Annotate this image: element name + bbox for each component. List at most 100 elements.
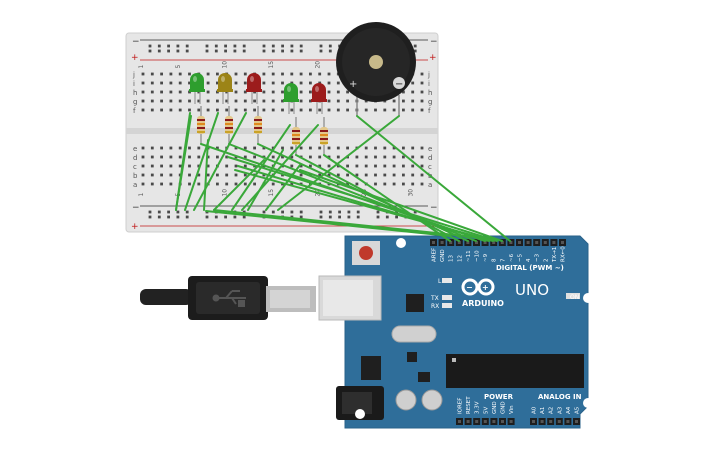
arduino-logo: − + bbox=[461, 278, 495, 296]
breadboard-hole bbox=[150, 155, 154, 159]
breadboard-hole bbox=[420, 173, 424, 177]
rail-hole bbox=[262, 210, 266, 214]
jumper-wire bbox=[184, 112, 219, 211]
capacitor bbox=[395, 389, 417, 411]
breadboard-hole bbox=[411, 90, 415, 94]
breadboard-hole bbox=[271, 99, 275, 103]
breadboard-hole bbox=[271, 72, 275, 76]
breadboard-hole bbox=[169, 72, 173, 76]
rail-hole bbox=[205, 215, 209, 219]
pin-label: ~11 bbox=[466, 250, 472, 262]
breadboard-hole bbox=[225, 182, 229, 186]
breadboard-hole bbox=[318, 108, 322, 112]
pin-label: ~10 bbox=[475, 250, 481, 262]
breadboard-hole bbox=[346, 182, 349, 186]
rail-hole bbox=[148, 49, 152, 53]
breadboard-hole bbox=[178, 99, 182, 103]
breadboard-hole bbox=[364, 155, 368, 159]
breadboard-hole bbox=[206, 155, 210, 159]
rail-hole bbox=[167, 215, 170, 219]
row-letter: i bbox=[428, 80, 430, 88]
breadboard-hole bbox=[318, 72, 322, 76]
breadboard-hole bbox=[383, 173, 387, 177]
breadboard-hole bbox=[299, 90, 303, 94]
breadboard-hole bbox=[243, 164, 247, 168]
breadboard-hole bbox=[160, 90, 163, 94]
breadboard-hole bbox=[299, 99, 303, 103]
rail-hole bbox=[233, 215, 237, 219]
breadboard-hole bbox=[225, 164, 229, 168]
breadboard-hole bbox=[262, 108, 266, 112]
breadboard-hole bbox=[206, 81, 210, 85]
rail-hole bbox=[328, 49, 332, 53]
rail-hole bbox=[376, 210, 380, 214]
breadboard-hole bbox=[262, 90, 266, 94]
breadboard-hole bbox=[420, 90, 424, 94]
rail-hole bbox=[356, 210, 360, 214]
pin-label: GND bbox=[440, 249, 446, 262]
breadboard-hole bbox=[141, 108, 145, 112]
pin-label: ~6 bbox=[509, 253, 515, 262]
breadboard-hole bbox=[392, 108, 396, 112]
rail-hole bbox=[395, 215, 398, 219]
breadboard-hole bbox=[206, 108, 210, 112]
rail-hole bbox=[233, 44, 237, 48]
jumper-wire bbox=[205, 210, 451, 237]
breadboard-hole bbox=[178, 108, 182, 112]
breadboard-hole bbox=[216, 108, 219, 112]
wires bbox=[175, 112, 511, 242]
breadboard-hole bbox=[169, 99, 173, 103]
pin-label: 2 bbox=[543, 259, 549, 263]
pin-label: TX→1 bbox=[552, 247, 558, 263]
rail-hole bbox=[148, 215, 152, 219]
rail-hole bbox=[176, 49, 180, 53]
column-number: 15 bbox=[268, 189, 275, 197]
breadboard-hole bbox=[206, 173, 210, 177]
rail-hole bbox=[167, 44, 170, 48]
resistor bbox=[225, 106, 233, 144]
rail-minus-label: − bbox=[132, 37, 140, 47]
breadboard-hole bbox=[216, 155, 219, 159]
breadboard-hole bbox=[364, 164, 368, 168]
column-number: 5 bbox=[175, 65, 182, 69]
breadboard-hole bbox=[364, 108, 368, 112]
rail-hole bbox=[413, 210, 417, 214]
breadboard-hole bbox=[411, 164, 415, 168]
breadboard-hole bbox=[309, 81, 312, 85]
usb-icon bbox=[212, 290, 246, 307]
usb-chip bbox=[406, 294, 424, 312]
breadboard-hole bbox=[355, 155, 359, 159]
breadboard-hole bbox=[197, 173, 201, 177]
breadboard-hole bbox=[243, 72, 247, 76]
rail-hole bbox=[185, 215, 189, 219]
rail-hole bbox=[395, 210, 398, 214]
breadboard-hole bbox=[141, 146, 145, 150]
breadboard-hole bbox=[402, 182, 405, 186]
breadboard-hole bbox=[150, 90, 154, 94]
pin-label: 8 bbox=[492, 258, 498, 262]
breadboard-hole bbox=[150, 173, 154, 177]
breadboard-hole bbox=[336, 173, 340, 177]
rail-hole bbox=[176, 44, 180, 48]
breadboard-hole bbox=[336, 81, 340, 85]
breadboard-hole bbox=[411, 108, 415, 112]
rail-hole bbox=[262, 49, 266, 53]
breadboard-hole bbox=[336, 146, 340, 150]
rail-hole bbox=[413, 44, 417, 48]
rail-hole bbox=[242, 215, 246, 219]
breadboard-hole bbox=[243, 90, 247, 94]
breadboard-hole bbox=[169, 90, 173, 94]
jumper-wire bbox=[213, 209, 495, 240]
column-number: 10 bbox=[222, 61, 229, 69]
breadboard-hole bbox=[206, 164, 210, 168]
rail-hole bbox=[214, 44, 218, 48]
breadboard-hole bbox=[216, 173, 219, 177]
rail-hole bbox=[376, 215, 380, 219]
rail-hole bbox=[385, 215, 389, 219]
breadboard-hole bbox=[150, 99, 154, 103]
rail-hole bbox=[242, 210, 246, 214]
rail-hole bbox=[271, 44, 275, 48]
jumper-wire bbox=[299, 169, 503, 242]
